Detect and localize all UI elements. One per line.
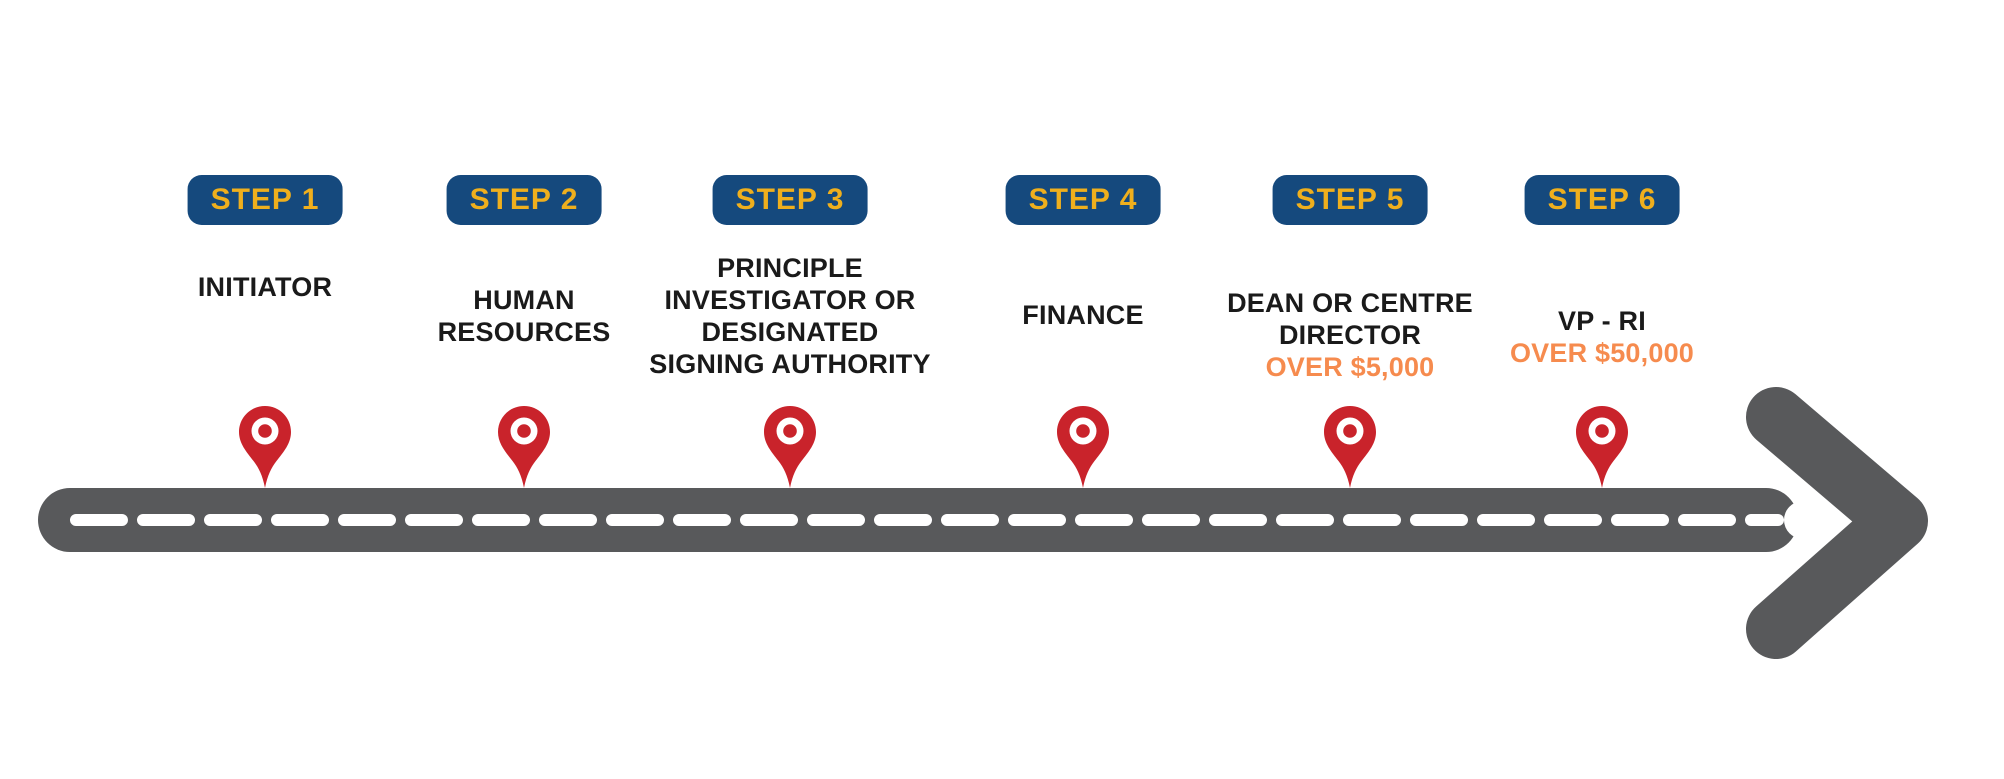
- map-pin-icon: [1057, 406, 1109, 488]
- map-pin-icon: [1576, 406, 1628, 488]
- step-3-badge: STEP 3: [712, 175, 868, 225]
- step-1-badge: STEP 1: [187, 175, 343, 225]
- step-2: STEP 2 HUMAN RESOURCES: [334, 0, 714, 779]
- arrow-right-icon: [1746, 387, 1928, 659]
- step-6: STEP 6 VP - RI OVER $50,000: [1412, 0, 1792, 779]
- step-2-label: HUMAN RESOURCES: [437, 285, 611, 347]
- step-6-threshold-note: OVER $50,000: [1509, 338, 1695, 368]
- step-1-label: INITIATOR: [197, 272, 333, 302]
- step-5-badge: STEP 5: [1272, 175, 1428, 225]
- step-3-label: PRINCIPLE INVESTIGATOR OR DESIGNATED SIG…: [649, 253, 931, 379]
- step-2-badge: STEP 2: [446, 175, 602, 225]
- step-5-label: DEAN OR CENTRE DIRECTOR OVER $5,000: [1160, 287, 1540, 383]
- step-3: STEP 3 PRINCIPLE INVESTIGATOR OR DESIGNA…: [600, 0, 980, 779]
- map-pin-icon: [764, 406, 816, 488]
- map-pin-icon: [1324, 406, 1376, 488]
- step-6-badge: STEP 6: [1524, 175, 1680, 225]
- step-5: STEP 5 DEAN OR CENTRE DIRECTOR OVER $5,0…: [1160, 0, 1540, 779]
- road-end-dot: [1784, 501, 1822, 539]
- step-4: STEP 4 FINANCE: [893, 0, 1273, 779]
- map-pin-icon: [239, 406, 291, 488]
- step-4-badge: STEP 4: [1005, 175, 1161, 225]
- step-1: STEP 1 INITIATOR: [75, 0, 455, 779]
- step-5-threshold-note: OVER $5,000: [1265, 352, 1435, 382]
- step-6-label: VP - RI OVER $50,000: [1412, 305, 1792, 369]
- step-4-label: FINANCE: [1022, 300, 1144, 330]
- map-pin-icon: [498, 406, 550, 488]
